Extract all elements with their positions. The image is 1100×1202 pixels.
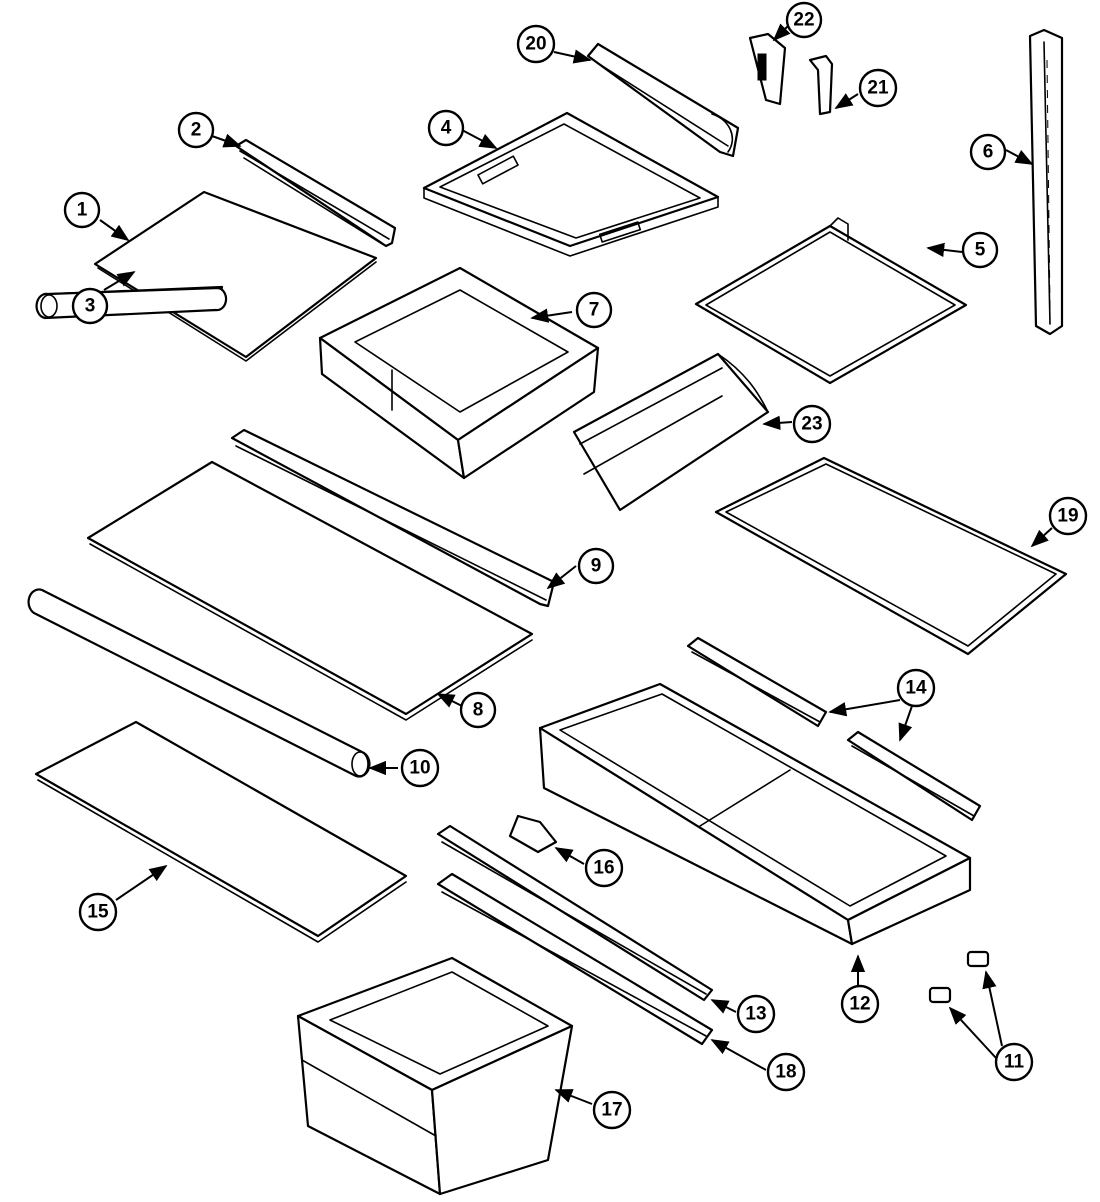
part-7-crisper-pan	[318, 266, 600, 480]
leader-lines	[99, 23, 1053, 1105]
part-18-rail	[436, 872, 714, 1046]
callout-19: 19	[1048, 496, 1088, 536]
leader-11a	[982, 970, 1003, 1047]
leader-16	[554, 847, 585, 865]
part-21-clip	[808, 54, 834, 116]
part-5-shelf-frame	[694, 217, 968, 385]
part-2-shelf-trim	[234, 138, 397, 248]
leader-19	[1030, 527, 1053, 548]
callout-11: 11	[994, 1042, 1034, 1082]
callout-18: 18	[766, 1052, 806, 1092]
part-16-clip	[508, 814, 558, 854]
leader-17	[554, 1089, 593, 1105]
leader-2	[211, 133, 242, 148]
leader-13	[710, 999, 737, 1014]
svg-text:11: 11	[1004, 1052, 1025, 1073]
leader-23	[762, 415, 793, 431]
svg-text:1: 1	[77, 200, 88, 221]
callout-12: 12	[840, 984, 880, 1024]
part-11-screws	[928, 950, 990, 1004]
svg-text:4: 4	[441, 118, 452, 139]
leader-14a	[828, 699, 901, 717]
leader-21	[834, 93, 859, 109]
callout-14: 14	[896, 668, 936, 708]
part-17-crisper-drawer	[296, 956, 574, 1196]
svg-text:23: 23	[801, 414, 822, 435]
leader-11b	[948, 1006, 997, 1059]
leader-18	[710, 1039, 767, 1071]
svg-text:22: 22	[793, 10, 814, 31]
leader-7	[530, 308, 573, 323]
part-19-wire-shelf	[714, 456, 1068, 656]
svg-text:16: 16	[593, 858, 614, 879]
svg-text:2: 2	[191, 120, 202, 141]
svg-text:12: 12	[849, 994, 870, 1015]
callout-7: 7	[575, 291, 613, 329]
part-23-door-shelf	[572, 352, 770, 512]
part-6-shelf-ladder	[1028, 28, 1064, 336]
svg-text:15: 15	[87, 902, 109, 923]
svg-text:21: 21	[867, 78, 889, 99]
svg-text:6: 6	[983, 142, 994, 163]
leader-5	[926, 242, 963, 258]
part-9-shelf-trim	[230, 428, 556, 608]
callout-21: 21	[858, 68, 898, 108]
svg-text:13: 13	[745, 1004, 766, 1025]
callout-1: 1	[63, 191, 101, 229]
part-13-rail	[436, 824, 714, 1002]
part-8-glass-shelf	[86, 460, 534, 721]
leader-9	[546, 565, 577, 590]
leader-8	[436, 693, 463, 708]
leader-15	[115, 864, 168, 901]
callout-23: 23	[792, 404, 832, 444]
svg-text:9: 9	[591, 556, 602, 577]
leader-4	[461, 129, 498, 149]
callout-9: 9	[577, 547, 615, 585]
part-12-pan-cover	[538, 682, 972, 946]
svg-text:19: 19	[1057, 506, 1078, 527]
leader-3	[103, 271, 136, 291]
leader-20	[553, 49, 592, 64]
svg-text:17: 17	[601, 1100, 622, 1121]
part-15-glass-shelf	[34, 720, 408, 943]
part-20-door-bin	[586, 42, 740, 158]
svg-text:7: 7	[589, 300, 600, 321]
leader-14b	[898, 705, 913, 742]
svg-text:20: 20	[525, 34, 546, 55]
leader-6	[1005, 149, 1034, 165]
callout-20: 20	[516, 24, 556, 64]
callout-16: 16	[584, 848, 624, 888]
part-22-clip	[748, 32, 787, 106]
callout-4: 4	[427, 109, 465, 147]
callout-13: 13	[736, 994, 776, 1034]
callout-17: 17	[592, 1090, 632, 1130]
callout-3: 3	[71, 287, 109, 325]
svg-text:5: 5	[975, 240, 986, 261]
part-4-shelf-frame	[422, 111, 720, 257]
svg-text:10: 10	[409, 758, 430, 779]
callout-6: 6	[969, 133, 1007, 171]
callout-5: 5	[961, 231, 999, 269]
svg-text:3: 3	[85, 296, 96, 317]
part-10-trim-rod	[27, 588, 371, 778]
callout-8: 8	[459, 691, 497, 729]
callout-10: 10	[400, 748, 440, 788]
leader-22	[772, 23, 791, 42]
callout-2: 2	[177, 111, 215, 149]
svg-text:14: 14	[905, 678, 927, 699]
svg-text:8: 8	[473, 700, 484, 721]
part-14-rails	[686, 636, 982, 822]
callout-15: 15	[78, 892, 118, 932]
svg-text:18: 18	[775, 1062, 796, 1083]
leader-1	[99, 219, 130, 242]
callout-22: 22	[785, 1, 823, 39]
